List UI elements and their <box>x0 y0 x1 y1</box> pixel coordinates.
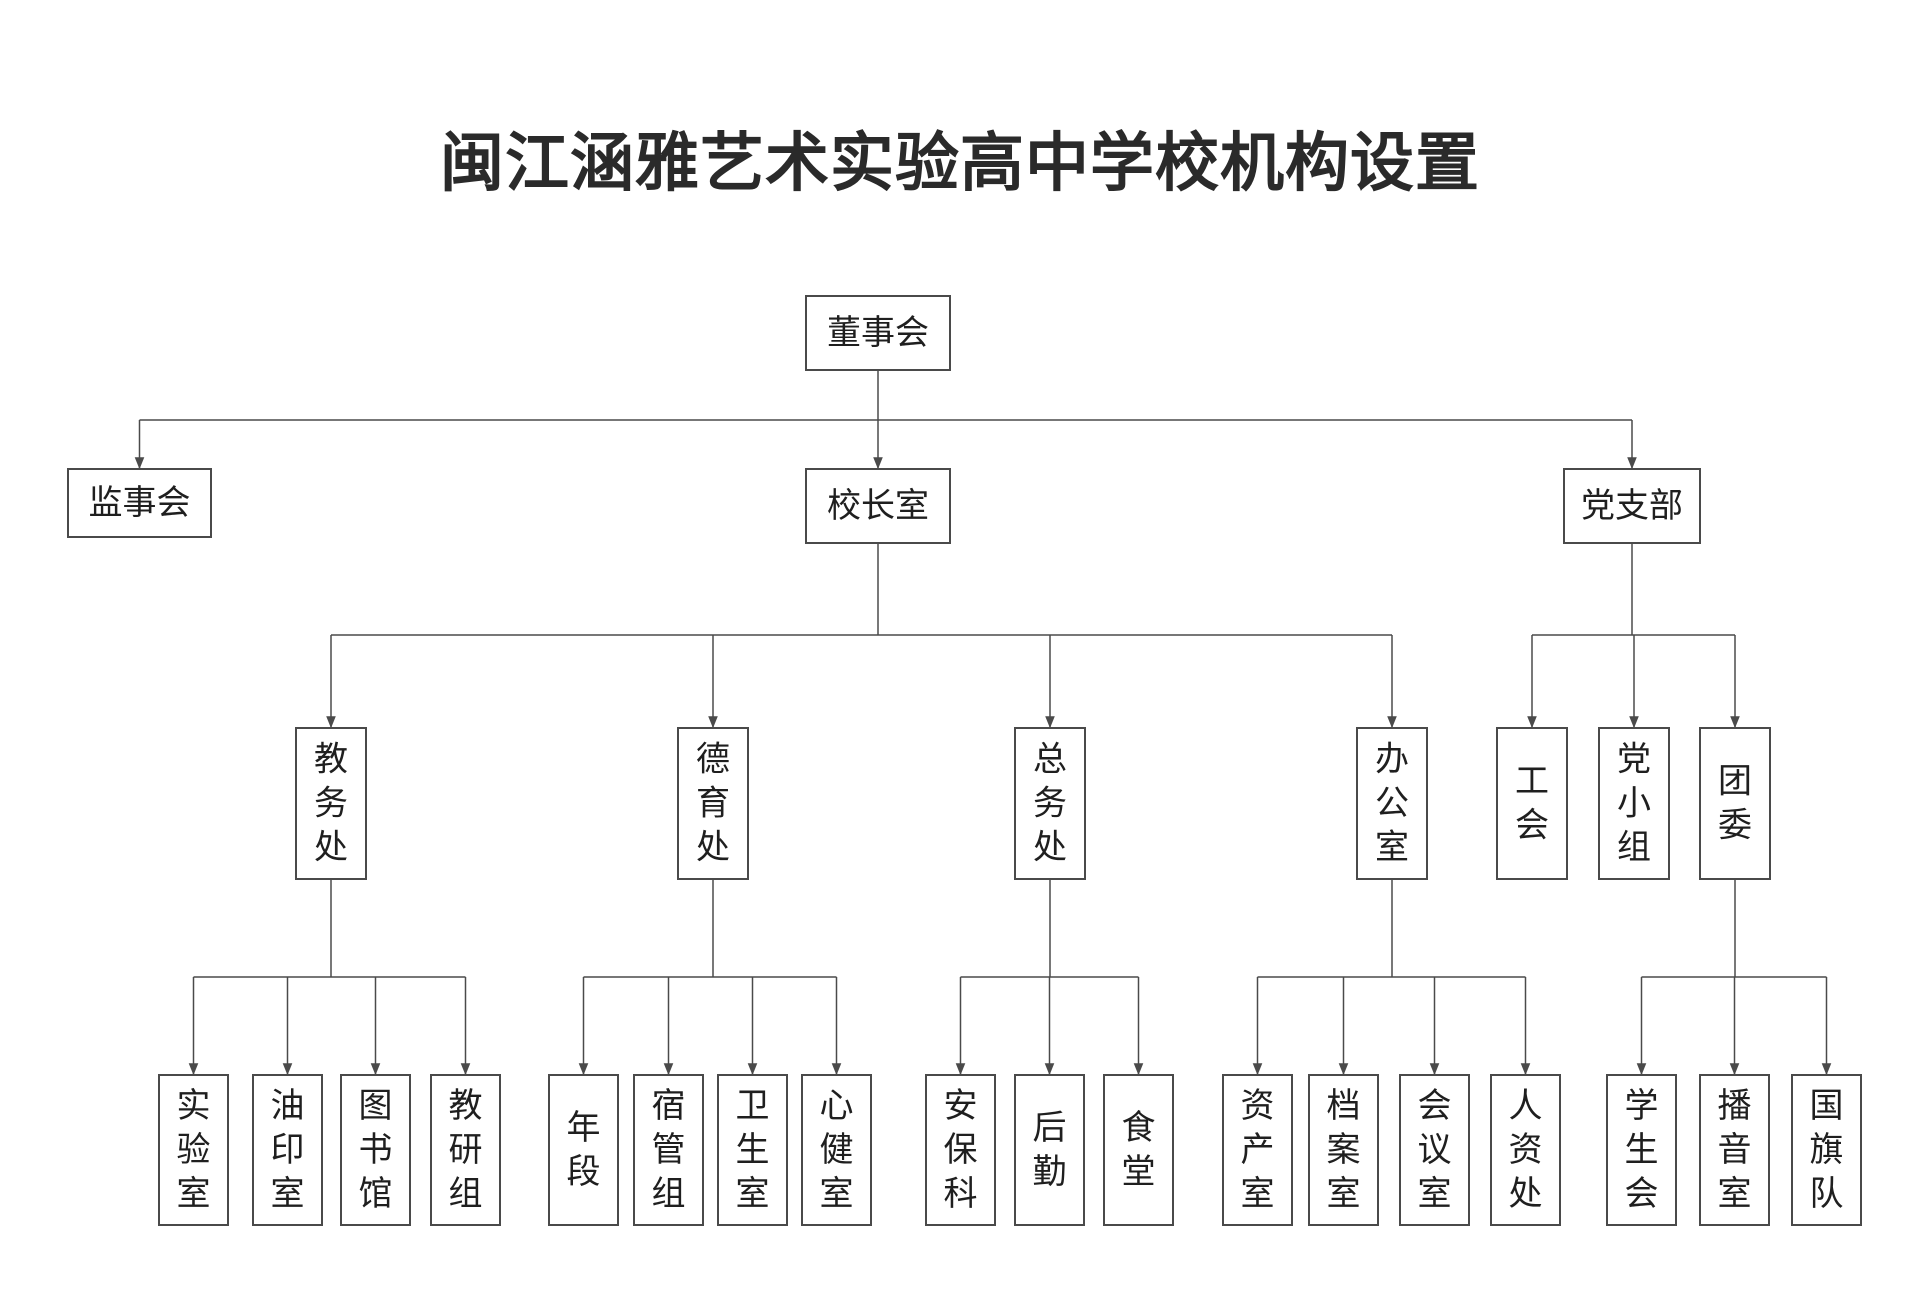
org-node-box <box>1791 1074 1862 1226</box>
org-node-label: 工会 <box>1515 762 1549 846</box>
org-node-box <box>1014 1074 1085 1226</box>
page-title: 闽江涵雅艺术实验高中学校机构设置 <box>440 126 1480 201</box>
org-node-label: 教务处 <box>314 740 348 868</box>
org-node-xueshenghui: 学生会 <box>1606 1074 1677 1226</box>
org-node-label: 办公室 <box>1375 740 1409 868</box>
org-node-label: 党支部 <box>1581 486 1683 526</box>
org-node-tushuguan: 图书馆 <box>340 1074 411 1226</box>
org-node-label: 图书馆 <box>359 1086 393 1214</box>
org-node-boyinshi: 播音室 <box>1699 1074 1770 1226</box>
org-node-label: 总务处 <box>1033 740 1067 868</box>
org-node-label: 董事会 <box>827 313 929 353</box>
org-node-label: 人资处 <box>1509 1086 1543 1214</box>
org-node-box <box>1598 727 1670 880</box>
org-node-label: 档案室 <box>1327 1086 1361 1214</box>
org-node-box <box>1103 1074 1174 1226</box>
org-node-box <box>1606 1074 1677 1226</box>
org-node-bangongshi: 办公室 <box>1356 727 1428 880</box>
org-node-box <box>1014 727 1086 880</box>
org-node-huiyishi: 会议室 <box>1399 1074 1470 1226</box>
org-node-box <box>295 727 367 880</box>
org-node-box <box>1399 1074 1470 1226</box>
org-node-tuanwei: 团委 <box>1699 727 1771 880</box>
org-node-box <box>1308 1074 1379 1226</box>
org-node-label: 校长室 <box>827 486 929 526</box>
org-node-label: 团委 <box>1718 762 1752 846</box>
org-node-box <box>801 1074 872 1226</box>
org-node-zongwuchu: 总务处 <box>1014 727 1086 880</box>
org-node-box <box>805 295 951 371</box>
org-node-label: 德育处 <box>696 740 730 868</box>
org-node-box <box>340 1074 411 1226</box>
org-node-label: 宿管组 <box>652 1086 686 1214</box>
org-node-label: 资产室 <box>1241 1086 1275 1214</box>
org-node-label: 教研组 <box>449 1086 483 1214</box>
org-node-box <box>1563 468 1701 544</box>
org-node-shiyanshi: 实验室 <box>158 1074 229 1226</box>
org-node-dangzhibu: 党支部 <box>1563 468 1701 544</box>
org-node-label: 安保科 <box>944 1086 978 1214</box>
org-node-box <box>633 1074 704 1226</box>
org-node-box <box>717 1074 788 1226</box>
org-node-label: 监事会 <box>89 483 191 523</box>
org-node-box <box>67 468 212 538</box>
org-node-box <box>252 1074 323 1226</box>
org-node-box <box>1699 1074 1770 1226</box>
org-node-xiaozhangshi: 校长室 <box>805 468 951 544</box>
org-node-box <box>1222 1074 1293 1226</box>
org-node-jiaowuchu: 教务处 <box>295 727 367 880</box>
org-node-houqin: 后勤 <box>1014 1074 1085 1226</box>
org-node-label: 学生会 <box>1625 1086 1659 1214</box>
org-node-nianduan: 年段 <box>548 1074 619 1226</box>
org-node-box <box>430 1074 501 1226</box>
org-node-box <box>677 727 749 880</box>
org-node-label: 卫生室 <box>736 1086 770 1214</box>
org-node-box <box>1699 727 1771 880</box>
org-node-guoqidui: 国旗队 <box>1791 1074 1862 1226</box>
org-node-jiaoyanzu: 教研组 <box>430 1074 501 1226</box>
org-node-xinjianshi: 心健室 <box>801 1074 872 1226</box>
org-node-box <box>805 468 951 544</box>
org-node-label: 后勤 <box>1033 1108 1067 1192</box>
org-node-label: 播音室 <box>1718 1086 1752 1214</box>
org-node-anbaoke: 安保科 <box>925 1074 996 1226</box>
org-node-dang_anshi: 档案室 <box>1308 1074 1379 1226</box>
org-node-renzichu: 人资处 <box>1490 1074 1561 1226</box>
org-node-shitang: 食堂 <box>1103 1074 1174 1226</box>
org-node-label: 实验室 <box>177 1086 211 1214</box>
org-node-gonghui: 工会 <box>1496 727 1568 880</box>
org-node-weishengshi: 卫生室 <box>717 1074 788 1226</box>
org-node-label: 年段 <box>567 1108 601 1192</box>
org-node-label: 油印室 <box>271 1086 305 1214</box>
org-node-label: 党小组 <box>1617 740 1651 868</box>
org-node-jianshihui: 监事会 <box>67 468 212 538</box>
org-node-box <box>1496 727 1568 880</box>
org-node-box <box>925 1074 996 1226</box>
org-node-label: 会议室 <box>1418 1086 1452 1214</box>
org-node-label: 国旗队 <box>1810 1086 1844 1214</box>
org-node-box <box>1356 727 1428 880</box>
org-node-box <box>158 1074 229 1226</box>
org-node-label: 心健室 <box>820 1086 854 1214</box>
org-node-box <box>1490 1074 1561 1226</box>
org-node-box <box>548 1074 619 1226</box>
org-node-zichanshi: 资产室 <box>1222 1074 1293 1226</box>
org-node-label: 食堂 <box>1122 1108 1156 1192</box>
org-node-dangxiaozu: 党小组 <box>1598 727 1670 880</box>
org-node-dongshihui: 董事会 <box>805 295 951 371</box>
org-node-youyinshi: 油印室 <box>252 1074 323 1226</box>
org-node-suguanzu: 宿管组 <box>633 1074 704 1226</box>
org-node-deyuchu: 德育处 <box>677 727 749 880</box>
